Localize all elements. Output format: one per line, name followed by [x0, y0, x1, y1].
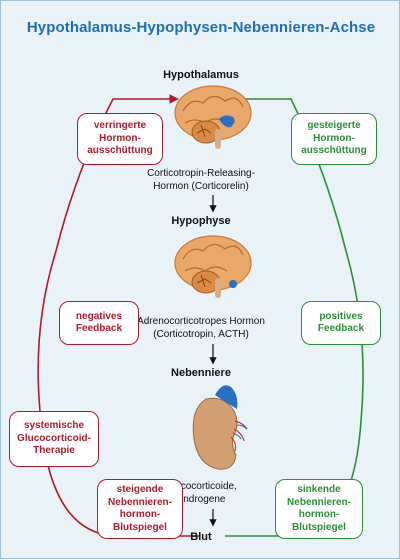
verringerte-hormonausschuettung-box: verringerte Hormon- ausschüttung: [77, 113, 163, 165]
hypothalamus-brain-icon: [174, 85, 252, 149]
positives-feedback-text: positives Feedback: [317, 310, 365, 335]
crh-label: Corticotropin-Releasing- Hormon (Cortico…: [147, 168, 255, 192]
systemische-glucocorticoid-therapie-box: systemische Glucocorticoid- Therapie: [9, 411, 99, 467]
hypothalamus-label: Hypothalamus: [163, 69, 239, 81]
negative-feedback-loop-line: [37, 94, 199, 537]
gesteigerte-hormonausschuettung-box: gesteigerte Hormon- ausschüttung: [291, 113, 377, 165]
gesteigerte-hormonausschuettung-text: gesteigerte Hormon- ausschüttung: [301, 120, 367, 157]
hypophyse-brain-icon: [174, 235, 252, 298]
hypophyse-label: Hypophyse: [171, 215, 231, 227]
blut-label: Blut: [190, 531, 212, 543]
acth-label: Adrenocorticotropes Hormon (Corticotropi…: [137, 316, 265, 340]
verringerte-hormonausschuettung-text: verringerte Hormon- ausschüttung: [87, 120, 153, 157]
page-title: Hypothalamus-Hypophysen-Nebennieren-Achs…: [26, 19, 376, 36]
sinkende-blutspiegel-text: sinkende Nebennieren- hormon- Blutspiege…: [287, 484, 351, 533]
sinkende-blutspiegel-box: sinkende Nebennieren- hormon- Blutspiege…: [275, 479, 363, 539]
steigende-blutspiegel-text: steigende Nebennieren- hormon- Blutspieg…: [108, 484, 172, 533]
glucocorticoide-label: Glucocorticoide, Androgene: [165, 481, 237, 505]
nebenniere-kidney-icon: [192, 385, 248, 470]
nebenniere-label: Nebenniere: [171, 367, 231, 379]
negatives-feedback-box: negatives Feedback: [59, 301, 139, 345]
systemische-glucocorticoid-therapie-text: systemische Glucocorticoid- Therapie: [17, 420, 91, 457]
negatives-feedback-text: negatives Feedback: [75, 310, 123, 335]
steigende-blutspiegel-box: steigende Nebennieren- hormon- Blutspieg…: [97, 479, 183, 539]
positives-feedback-box: positives Feedback: [301, 301, 381, 345]
